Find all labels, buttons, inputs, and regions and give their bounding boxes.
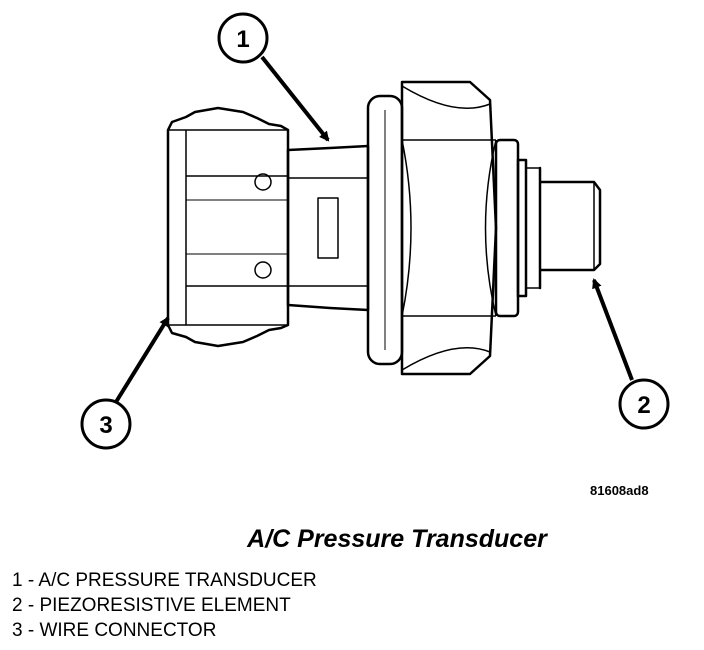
diagram-caption: A/C Pressure Transducer [247, 525, 547, 553]
callout-3: 3 [80, 398, 132, 450]
callout-3-leader [114, 316, 170, 404]
figure-code: 81608ad8 [590, 483, 649, 498]
transducer-diagram: 1 2 3 [80, 12, 670, 450]
legend-list: 1 - A/C PRESSURE TRANSDUCER 2 - PIEZORES… [12, 568, 317, 643]
callout-2: 2 [618, 378, 670, 430]
transducer-body [286, 144, 370, 312]
callout-2-leader [592, 278, 634, 381]
callout-2-number: 2 [637, 392, 650, 419]
callout-1-leader [260, 55, 330, 142]
sensor-port [538, 166, 602, 290]
legend-item: 3 - WIRE CONNECTOR [12, 620, 217, 641]
callout-1: 1 [217, 12, 269, 64]
callout-1-number: 1 [236, 26, 249, 53]
legend-item: 1 - A/C PRESSURE TRANSDUCER [12, 570, 317, 591]
wire-connector [166, 106, 290, 348]
callout-3-number: 3 [99, 412, 112, 439]
collar [494, 138, 540, 318]
legend-item: 2 - PIEZORESISTIVE ELEMENT [12, 595, 291, 616]
hex-nut [400, 80, 498, 376]
transducer-flange [366, 94, 404, 366]
